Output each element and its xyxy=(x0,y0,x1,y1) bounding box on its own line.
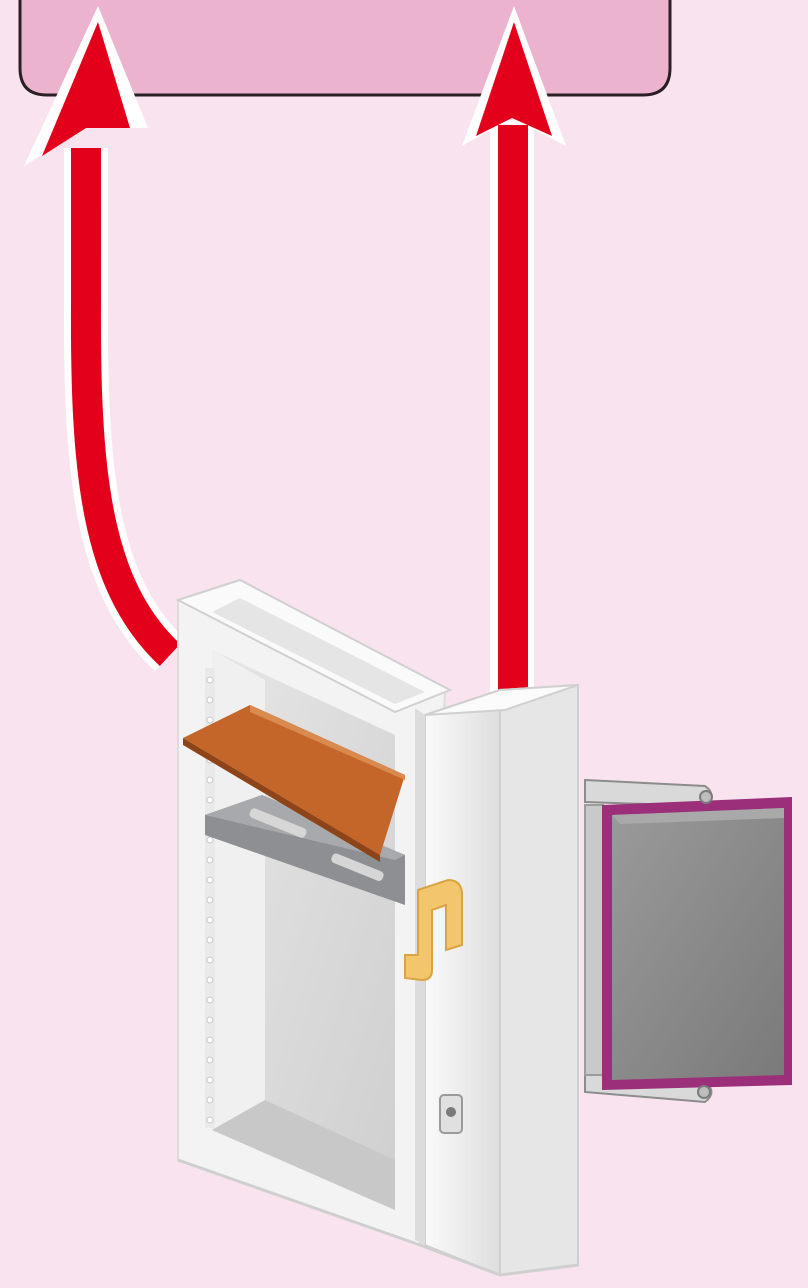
lock-icon xyxy=(440,1095,462,1133)
cabinet-side-door xyxy=(585,780,792,1102)
